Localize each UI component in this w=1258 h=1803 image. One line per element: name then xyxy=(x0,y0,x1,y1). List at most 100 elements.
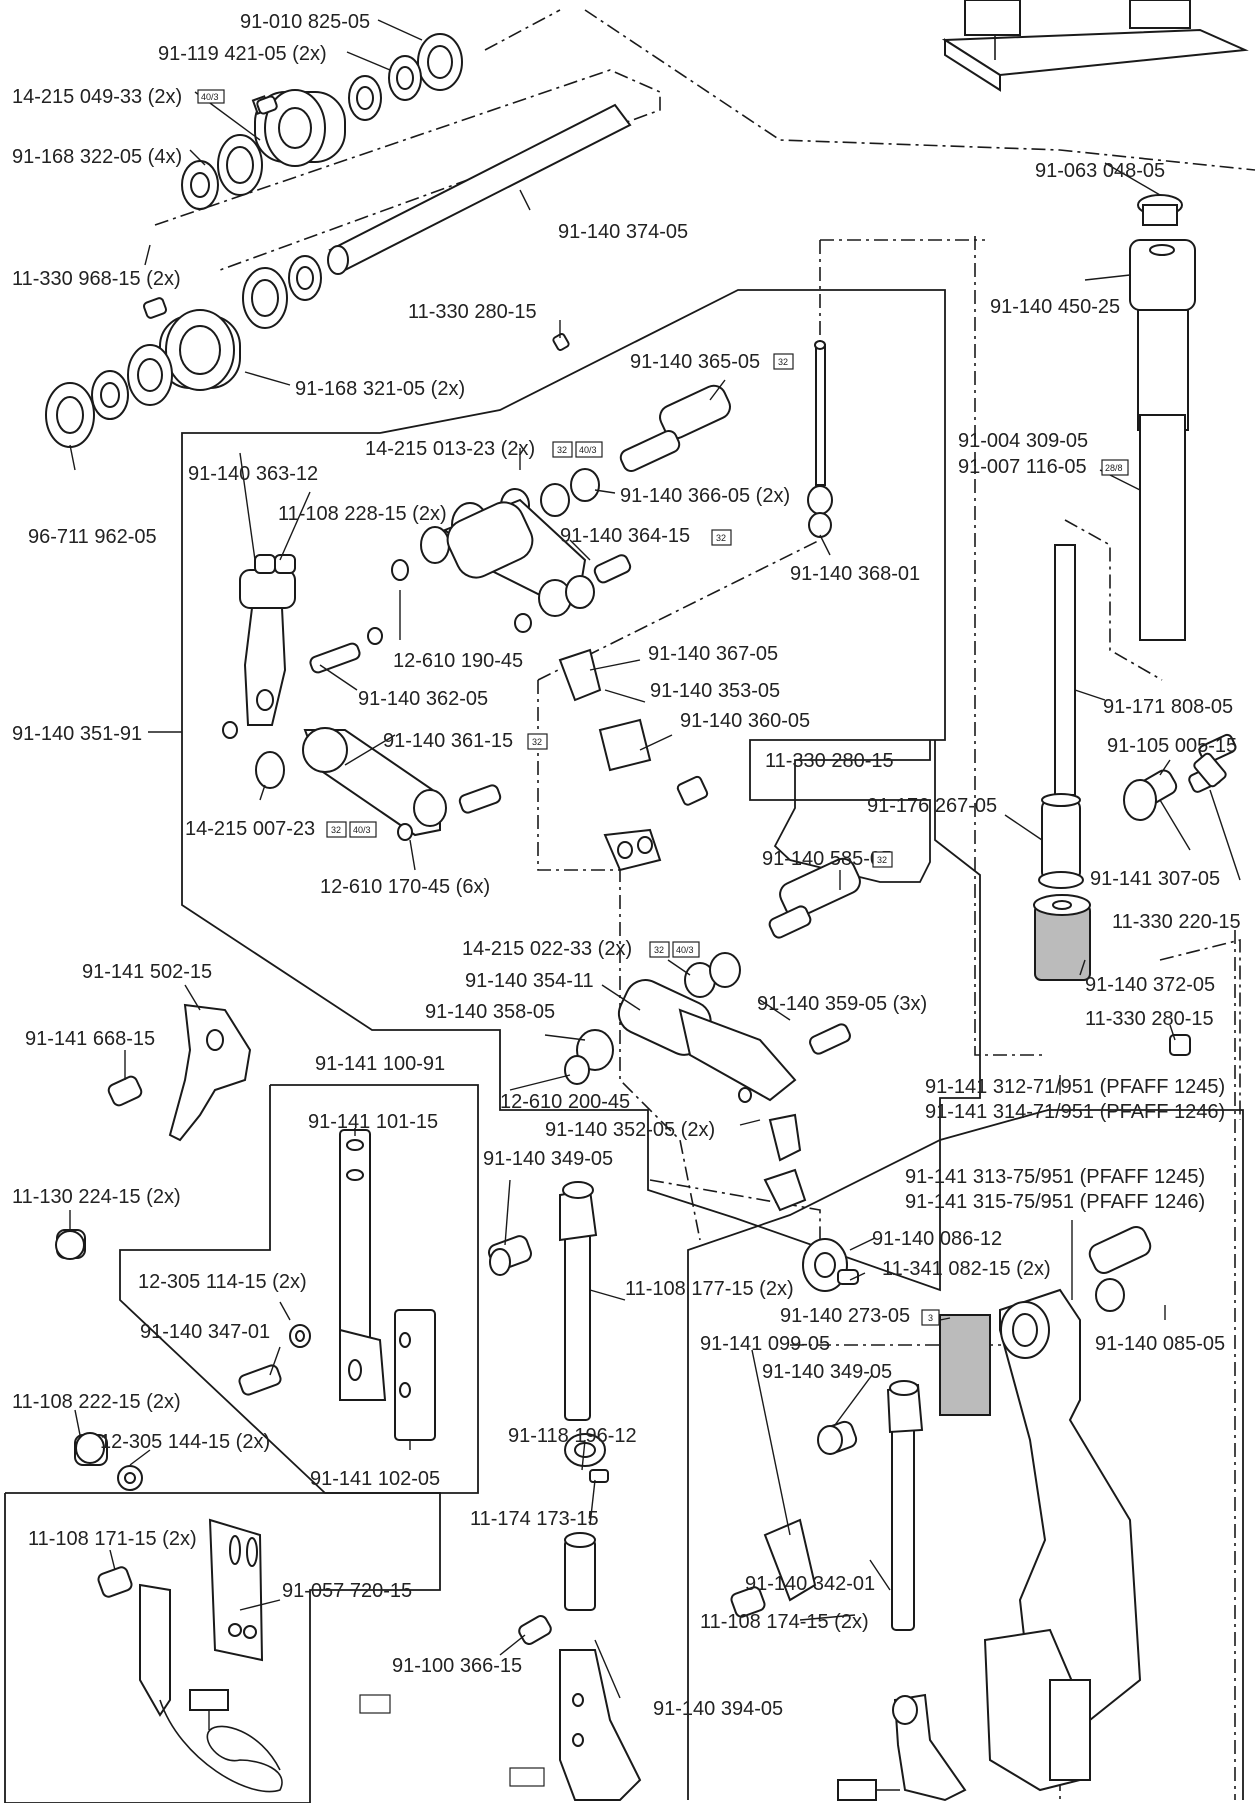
spring-column xyxy=(1033,194,1237,1056)
label-91-140-366-05: 91-140 366-05 (2x) xyxy=(620,485,790,507)
label-12-610-170-45: 12-610 170-45 (6x) xyxy=(320,876,490,898)
label-14-215-049-33: 14-215 049-33 (2x) xyxy=(12,86,182,108)
label-91-141-100-91: 91-141 100-91 xyxy=(315,1053,445,1075)
tag-40-3: 40/3 xyxy=(579,445,597,455)
label-91-063-048-05: 91-063 048-05 xyxy=(1035,160,1165,182)
label-91-057-720-15: 91-057 720-15 xyxy=(282,1580,412,1602)
label-91-140-273-05: 91-140 273-05 xyxy=(780,1305,910,1327)
label-91-119-421-05: 91-119 421-05 (2x) xyxy=(158,43,327,65)
left-middle-parts xyxy=(55,1003,436,1491)
label-91-140-363-12: 91-140 363-12 xyxy=(188,463,318,485)
label-14-215-013-23: 14-215 013-23 (2x) xyxy=(365,438,535,460)
label-91-140-585-05: 91-140 585-05 xyxy=(762,848,892,870)
lower-right-dashed-guide xyxy=(1159,938,1241,1120)
label-91-105-005-15: 91-105 005-15 xyxy=(1107,735,1237,757)
label-11-108-177-15: 91-140 347-01 xyxy=(140,1321,270,1343)
label-91-140-351-91: 91-140 351-91 xyxy=(12,723,142,745)
roller-assembly xyxy=(45,33,632,448)
label-91-168-322-05: 91-168 322-05 (4x) xyxy=(12,146,182,168)
center-column-parts xyxy=(488,1181,642,1801)
label-91-140-342-01: 91-140 342-01 xyxy=(745,1573,875,1595)
label-91-010-825-05: 91-010 825-05 xyxy=(240,11,370,33)
label-11-108-222-15: 11-108 222-15 (2x) xyxy=(12,1391,181,1413)
label-91-141-099-05: 91-141 099-05 xyxy=(700,1333,830,1355)
label-91-140-372-05: 91-140 372-05 xyxy=(1085,974,1215,996)
tag-32: 32 xyxy=(557,445,567,455)
label-91-141-312-71: 91-141 312-71/951 (PFAFF 1245) xyxy=(925,1076,1225,1098)
tag-32: 32 xyxy=(778,357,788,367)
tag-32: 32 xyxy=(331,825,341,835)
tag-32: 32 xyxy=(716,533,726,543)
label-91-004-309-05: 91-004 309-05 xyxy=(958,430,1088,452)
label-14-215-022-33: 14-215 022-33 (2x) xyxy=(462,938,632,960)
label-11-108-228-15: 11-108 228-15 (2x) xyxy=(278,503,447,525)
label-91-140-364-15: 91-140 364-15 xyxy=(560,525,690,547)
label-11-330-280-15-mid: 11-330 280-15 xyxy=(765,750,894,772)
label-91-140-367-05: 91-140 367-05 xyxy=(648,643,778,665)
link-dashed-guide xyxy=(537,539,821,681)
sensor-box-outline xyxy=(119,1084,479,1494)
label-91-100-366-15: 91-100 366-15 xyxy=(392,1655,522,1677)
label-91-176-267-05: 91-176 267-05 xyxy=(867,795,997,817)
label-12-305-144-15: 12-305 144-15 (2x) xyxy=(100,1431,270,1453)
tag-28-8: 28/8 xyxy=(1105,463,1123,473)
needle-bar-top xyxy=(807,340,833,538)
label-91-141-314-71: 91-141 314-71/951 (PFAFF 1246) xyxy=(925,1101,1225,1123)
part-labels: 91-010 825-05 91-119 421-05 (2x) 14-215 … xyxy=(12,11,1241,1720)
label-11-330-280-15-top: 11-330 280-15 xyxy=(408,301,537,323)
label-12-610-190-45: 12-610 190-45 xyxy=(393,650,523,672)
tag-40-3: 40/3 xyxy=(353,825,371,835)
label-91-141-502-15: 91-141 502-15 xyxy=(82,961,212,983)
label-11-174-173-15: 11-174 173-15 xyxy=(470,1508,599,1530)
label-91-140-365-05: 91-140 365-05 xyxy=(630,351,760,373)
label-91-140-354-11: 91-140 354-11 xyxy=(465,970,594,992)
label-91-141-315-75: 91-141 315-75/951 (PFAFF 1246) xyxy=(905,1191,1205,1213)
label-91-140-086-12: 91-140 086-12 xyxy=(872,1228,1002,1250)
label-11-341-082-15: 11-341 082-15 (2x) xyxy=(882,1258,1051,1280)
plate-box-outline xyxy=(4,1492,441,1803)
label-91-140-361-15: 91-140 361-15 xyxy=(383,730,513,752)
label-91-140-394-05: 91-140 394-05 xyxy=(653,1698,783,1720)
tag-32: 32 xyxy=(532,737,542,747)
label-91-007-116-05: 91-007 116-05 xyxy=(958,456,1087,478)
label-91-140-450-25: 91-140 450-25 xyxy=(990,296,1120,318)
label-91-141-102-05: 91-141 102-05 xyxy=(310,1468,440,1490)
label-11-108-171-15: 11-108 171-15 (2x) xyxy=(28,1528,197,1550)
label-91-140-374-05: 91-140 374-05 xyxy=(558,221,688,243)
main-assembly-outline xyxy=(181,289,981,1292)
tag-40-3: 40/3 xyxy=(676,945,694,955)
label-91-140-349-05-right: 91-140 349-05 xyxy=(762,1361,892,1383)
label-14-215-007-23: 14-215 007-23 xyxy=(185,818,315,840)
label-91-140-349-05-left: 91-140 349-05 xyxy=(483,1148,613,1170)
leader-lines xyxy=(69,19,1241,1699)
plate-parts xyxy=(97,1518,283,1793)
label-91-140-360-05: 91-140 360-05 xyxy=(680,710,810,732)
presser-foot-assembly xyxy=(730,1226,1152,1802)
main-assembly-parts xyxy=(222,333,861,1212)
label-96-711-962-05: 96-711 962-05 xyxy=(28,526,157,548)
label-91-141-101-15: 91-141 101-15 xyxy=(308,1111,438,1133)
label-11-330-968-15: 11-330 968-15 (2x) xyxy=(12,268,181,290)
top-dashed-guide xyxy=(484,9,561,51)
label-91-140-359-05: 91-140 359-05 (3x) xyxy=(757,993,927,1015)
label-12-610-200-45: 12-610 200-45 xyxy=(500,1091,630,1113)
sewing-machine-thumbnail xyxy=(941,0,1249,92)
label-91-140-347-01: 11-108 177-15 (2x) xyxy=(625,1278,794,1300)
label-91-140-368-01: 91-140 368-01 xyxy=(790,563,920,585)
label-91-168-321-05: 91-168 321-05 (2x) xyxy=(295,378,465,400)
label-91-140-362-05: 91-140 362-05 xyxy=(358,688,488,710)
tag-32: 32 xyxy=(877,855,887,865)
tag-32: 32 xyxy=(654,945,664,955)
spring-dashed-guide xyxy=(974,236,1045,1056)
label-11-130-224-15: 11-130 224-15 (2x) xyxy=(12,1186,181,1208)
label-91-171-808-05: 91-171 808-05 xyxy=(1103,696,1233,718)
label-91-141-313-75: 91-141 313-75/951 (PFAFF 1245) xyxy=(905,1166,1205,1188)
label-11-330-220-15: 11-330 220-15 xyxy=(1112,911,1241,933)
top-right-dashed-guide xyxy=(584,9,1256,171)
label-91-118-196-12: 91-118 196-12 xyxy=(508,1425,637,1447)
reference-tags: 40/3 32 32 40/3 32 32 32 40/3 32 32 40/3… xyxy=(197,89,1129,1787)
label-91-141-668-15: 91-141 668-15 xyxy=(25,1028,155,1050)
label-91-140-085-05: 91-140 085-05 xyxy=(1095,1333,1225,1355)
tag-3: 3 xyxy=(928,1313,933,1323)
